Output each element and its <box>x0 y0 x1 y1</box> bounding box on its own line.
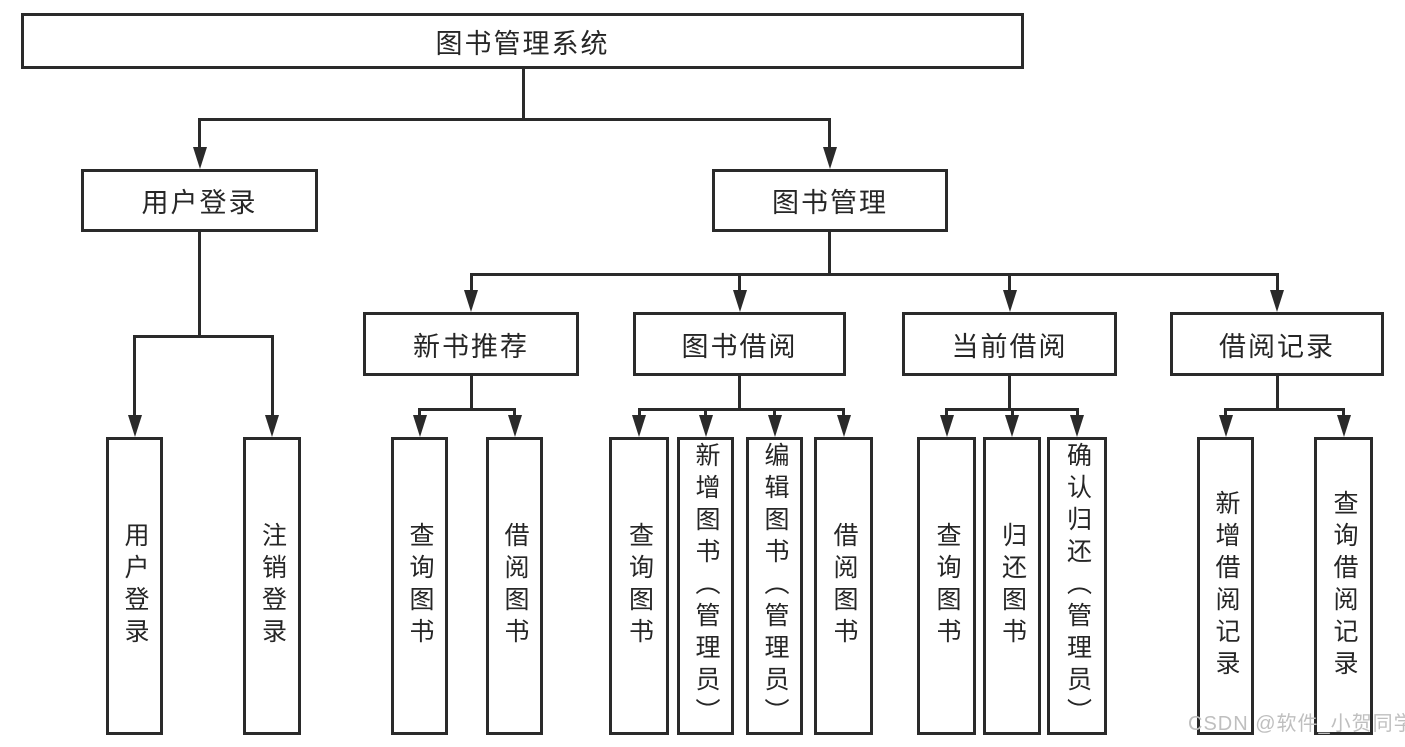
node-label: 当前借阅 <box>951 331 1068 362</box>
leaf-current-return-books: 归还图书 <box>983 437 1041 735</box>
node-label: 图书管理 <box>772 188 888 218</box>
arrowhead-down <box>412 415 427 437</box>
leaf-current-confirm-return-admin: 确认归还（管理员） <box>1047 437 1107 735</box>
node-label: 用户登录 <box>121 522 149 650</box>
node-book-borrowing: 图书借阅 <box>633 312 846 376</box>
connector-line <box>773 408 776 417</box>
connector-line <box>133 335 136 416</box>
arrowhead-down <box>767 415 782 437</box>
node-label: 归还图书 <box>998 522 1027 650</box>
arrowhead-down <box>632 415 646 437</box>
connector-line <box>1008 273 1011 291</box>
arrowhead-down <box>836 415 851 437</box>
connector-line <box>738 375 741 409</box>
connector-line <box>828 231 831 276</box>
leaf-records-add-record: 新增借阅记录 <box>1197 437 1254 735</box>
node-current-borrowing: 当前借阅 <box>902 312 1117 376</box>
connector-line <box>198 231 201 336</box>
connector-line <box>637 408 641 417</box>
connector-line <box>469 273 473 291</box>
leaf-current-query-books: 查询图书 <box>917 437 976 735</box>
connector-line <box>945 408 948 417</box>
node-borrowing-records: 借阅记录 <box>1170 312 1384 376</box>
connector-line <box>1275 273 1279 291</box>
arrowhead-down <box>127 415 142 437</box>
connector-line <box>418 408 421 417</box>
node-label: 借阅记录 <box>1219 331 1335 362</box>
leaf-recommend-borrow-books: 借阅图书 <box>486 437 543 735</box>
connector-line <box>842 408 845 417</box>
node-label: 查询图书 <box>406 522 434 650</box>
connector-line <box>828 118 831 148</box>
arrowhead-down <box>1270 290 1284 312</box>
connector-line <box>513 408 516 417</box>
node-label: 借阅图书 <box>501 522 529 650</box>
arrowhead-down <box>822 147 837 169</box>
leaf-logout: 注销登录 <box>243 437 301 735</box>
arrowhead-down <box>192 147 207 169</box>
arrowhead-down <box>732 290 747 312</box>
arrowhead-down <box>1070 415 1084 437</box>
connector-line <box>1224 408 1227 417</box>
node-label: 确认归还（管理员） <box>1063 442 1092 730</box>
connector-line <box>1224 408 1345 411</box>
connector-line <box>637 408 845 411</box>
connector-line <box>522 69 525 119</box>
connector-line <box>1075 408 1079 417</box>
leaf-borrowing-borrow-books: 借阅图书 <box>814 437 873 735</box>
leaf-borrowing-query-books: 查询图书 <box>609 437 669 735</box>
connector-line <box>198 118 831 121</box>
connector-line <box>704 408 707 417</box>
connector-line <box>469 273 1279 276</box>
leaf-borrowing-edit-books-admin: 编辑图书（管理员） <box>746 437 803 735</box>
leaf-user-login: 用户登录 <box>106 437 163 735</box>
arrowhead-down <box>464 290 478 312</box>
connector-line <box>198 118 201 148</box>
connector-line <box>1275 375 1279 409</box>
node-label: 新增图书（管理员） <box>692 442 720 730</box>
leaf-recommend-query-books: 查询图书 <box>391 437 448 735</box>
node-label: 图书管理系统 <box>435 28 610 59</box>
leaf-borrowing-add-books-admin: 新增图书（管理员） <box>677 437 734 735</box>
arrowhead-down <box>1336 415 1351 437</box>
connector-line <box>1008 375 1011 409</box>
arrowhead-down <box>698 415 713 437</box>
node-label: 注销登录 <box>258 522 287 650</box>
connector-line <box>133 335 274 338</box>
arrowhead-down <box>939 415 954 437</box>
node-label: 新书推荐 <box>413 331 529 362</box>
node-label: 图书借阅 <box>681 331 798 362</box>
node-label: 借阅图书 <box>830 522 858 650</box>
node-root: 图书管理系统 <box>21 13 1024 69</box>
arrowhead-down <box>265 415 279 437</box>
connector-line <box>738 273 741 291</box>
arrowhead-down <box>1002 290 1017 312</box>
node-label: 新增借阅记录 <box>1212 490 1240 682</box>
arrowhead-down <box>1218 415 1233 437</box>
node-label: 查询借阅记录 <box>1330 490 1358 682</box>
leaf-records-query-record: 查询借阅记录 <box>1314 437 1373 735</box>
node-user-login: 用户登录 <box>81 169 318 232</box>
node-book-management: 图书管理 <box>712 169 948 232</box>
connector-line <box>270 335 274 416</box>
arrowhead-down <box>1005 415 1019 437</box>
connector-line <box>1010 408 1014 417</box>
node-label: 用户登录 <box>141 188 258 218</box>
node-new-book-recommendation: 新书推荐 <box>363 312 579 376</box>
csdn-watermark: CSDN @软件_小贺同学 <box>1188 713 1405 735</box>
arrowhead-down <box>507 415 522 437</box>
node-label: 查询图书 <box>625 522 654 650</box>
connector-line <box>469 375 473 409</box>
connector-line <box>1342 408 1345 417</box>
node-label: 编辑图书（管理员） <box>761 442 789 730</box>
connector-line <box>418 408 516 411</box>
node-label: 查询图书 <box>933 522 961 650</box>
